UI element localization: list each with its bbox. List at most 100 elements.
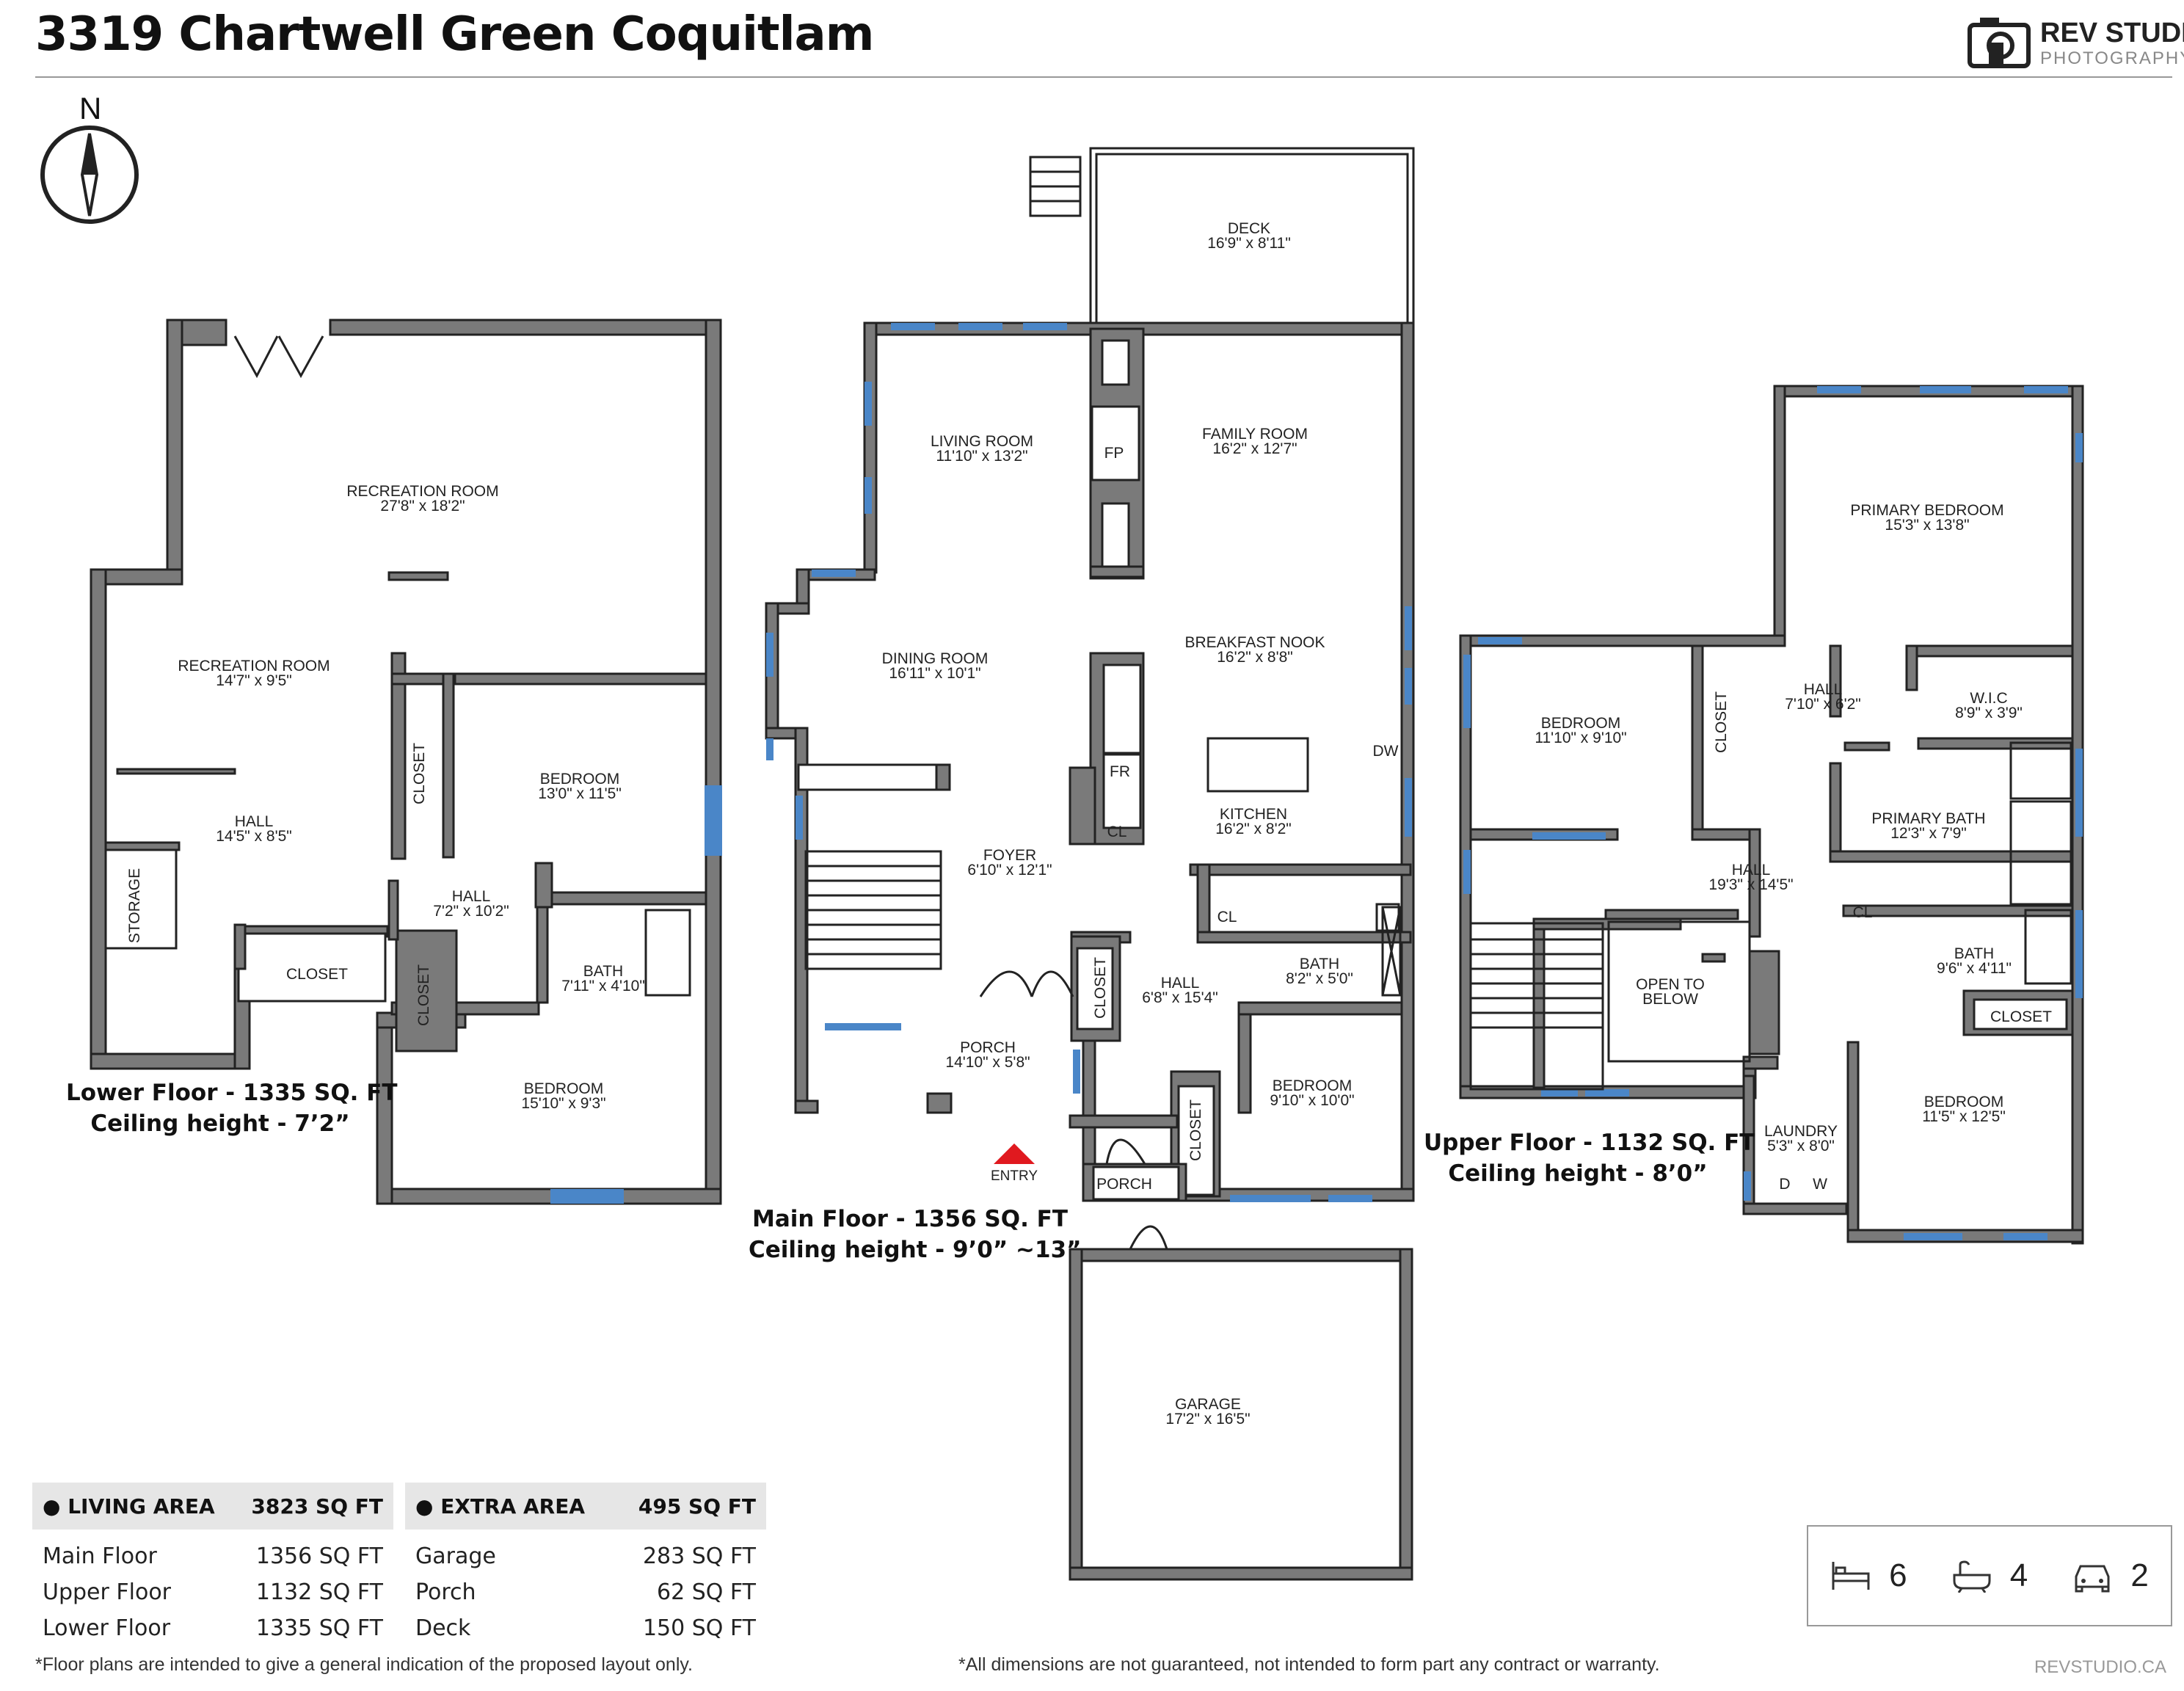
room-name: FP [1104, 445, 1124, 462]
room-name: CLOSET [1187, 1099, 1204, 1161]
room-name: HALL [1732, 862, 1771, 879]
bed-icon [1832, 1562, 1870, 1590]
room-name: BREAKFAST NOOK [1185, 634, 1325, 651]
room-name: GARAGE [1175, 1396, 1241, 1413]
room-name: CLOSET [1713, 691, 1730, 753]
room-dim: 16'2" x 8'2" [1215, 821, 1292, 837]
room-name: FOYER [983, 847, 1036, 864]
room-name: CL [1107, 823, 1127, 840]
room-name: BEDROOM [540, 771, 620, 788]
room-name: CL [1853, 904, 1873, 921]
room-name: PORCH [960, 1039, 1016, 1056]
lower-floor-labels: RECREATION ROOM 27'8" x 18'2" RECREATION… [126, 483, 645, 1112]
room-name: W.I.C [1970, 690, 2007, 707]
room-name: PRIMARY BEDROOM [1850, 502, 2003, 519]
room-name: CLOSET [415, 964, 432, 1026]
room-name: DW [1373, 743, 1399, 760]
room-name: PORCH [1096, 1176, 1152, 1193]
room-name: BATH [1300, 956, 1339, 972]
windows [550, 323, 2083, 1240]
room-name: D [1779, 1176, 1790, 1193]
brand-subtitle: PHOTOGRAPHY [2040, 48, 2184, 68]
ceiling-height-label: Ceiling height - 7’2” [90, 1110, 350, 1137]
room-dim: BELOW [1642, 991, 1698, 1008]
room-name: DINING ROOM [882, 650, 989, 667]
title-divider [35, 76, 2172, 78]
room-name: BEDROOM [1541, 715, 1621, 732]
room-dim: 11'5" x 12'5" [1922, 1108, 2006, 1125]
room-name: CL [1217, 909, 1237, 925]
ceiling-height-label: Ceiling height - 9’0” ~13” [749, 1237, 1082, 1263]
compass-icon [40, 126, 139, 224]
room-name: LAUNDRY [1764, 1123, 1838, 1140]
room-name: CLOSET [286, 966, 348, 983]
room-name: PRIMARY BATH [1871, 810, 1985, 827]
room-name: BEDROOM [524, 1080, 604, 1097]
floor-area-label: Lower Floor - 1335 SQ. FT [66, 1080, 398, 1106]
room-name: BATH [1954, 945, 1994, 962]
room-name: KITCHEN [1220, 806, 1287, 823]
room-dim: 19'3" x 14'5" [1708, 876, 1793, 893]
room-dim: 9'10" x 10'0" [1270, 1092, 1354, 1109]
entry-marker-icon [994, 1143, 1035, 1164]
page-title: 3319 Chartwell Green Coquitlam [35, 7, 874, 62]
brand-name: REV STUDIO [2040, 18, 2184, 48]
website-url: REVSTUDIO.CA [2034, 1657, 2166, 1677]
room-dim: 15'10" x 9'3" [521, 1095, 605, 1112]
floor-area-label: Main Floor - 1356 SQ. FT [751, 1206, 1069, 1232]
main-floor-walls [765, 321, 1415, 1581]
main-floor-caption: Main Floor - 1356 SQ. FT Ceiling height … [749, 1204, 1082, 1265]
room-dim: 13'0" x 11'5" [538, 785, 622, 802]
room-dim: 7'10" x 6'2" [1785, 696, 1861, 713]
upper-floor-caption: Upper Floor - 1132 SQ. FT Ceiling height… [1424, 1127, 1755, 1189]
room-name: OPEN TO [1636, 976, 1705, 993]
compass-north-label: N [79, 91, 102, 126]
room-name: W [1813, 1176, 1827, 1193]
room-dim: 8'9" x 3'9" [1955, 705, 2023, 721]
room-name: DECK [1228, 220, 1270, 237]
bathtub-icon [1953, 1560, 1991, 1593]
garage-count: 2 [2072, 1557, 2149, 1594]
room-dim: 11'10" x 9'10" [1535, 730, 1626, 746]
room-dim: 7'2" x 10'2" [433, 903, 509, 920]
room-name: HALL [452, 888, 491, 905]
bed-count: 6 [1830, 1557, 1907, 1594]
feature-counts: 6 4 2 [1807, 1525, 2172, 1626]
disclaimer-right: *All dimensions are not guaranteed, not … [958, 1654, 1660, 1675]
camera-logo-icon [1968, 18, 2031, 68]
lower-floor-caption: Lower Floor - 1335 SQ. FT Ceiling height… [66, 1077, 398, 1139]
room-name: STORAGE [126, 868, 143, 943]
car-icon [2075, 1565, 2110, 1593]
upper-floor-labels: PRIMARY BEDROOM 15'3" x 13'8" BEDROOM 11… [1535, 502, 2052, 1193]
room-name: BEDROOM [1924, 1094, 2004, 1110]
room-dim: 15'3" x 13'8" [1885, 517, 1969, 534]
living-area-total: 3823 SQ FT [251, 1494, 383, 1519]
living-area-label: ● LIVING AREA [43, 1494, 215, 1519]
room-name: RECREATION ROOM [346, 483, 498, 500]
room-name: BEDROOM [1273, 1077, 1353, 1094]
room-name: HALL [235, 813, 274, 830]
room-dim: 6'8" x 15'4" [1142, 989, 1218, 1006]
room-dim: 5'3" x 8'0" [1767, 1138, 1835, 1154]
extra-area-header: ● EXTRA AREA 495 SQ FT [405, 1483, 766, 1530]
disclaimer-left: *Floor plans are intended to give a gene… [35, 1654, 693, 1675]
room-dim: 8'2" x 5'0" [1286, 970, 1353, 987]
room-dim: 14'10" x 5'8" [945, 1054, 1030, 1071]
extra-area-label: ● EXTRA AREA [415, 1494, 586, 1519]
bath-count: 4 [1951, 1557, 2028, 1594]
main-floor-labels: DECK 16'9" x 8'11" LIVING ROOM 11'10" x … [882, 220, 1399, 1428]
room-dim: 9'6" x 4'11" [1937, 960, 2012, 977]
room-dim: 17'2" x 16'5" [1165, 1411, 1250, 1428]
room-name: HALL [1804, 681, 1843, 698]
room-dim: 27'8" x 18'2" [380, 498, 465, 514]
room-name: HALL [1161, 975, 1200, 992]
room-dim: 16'2" x 12'7" [1212, 440, 1297, 457]
living-area-header: ● LIVING AREA 3823 SQ FT [32, 1483, 393, 1530]
room-name: RECREATION ROOM [178, 658, 330, 674]
